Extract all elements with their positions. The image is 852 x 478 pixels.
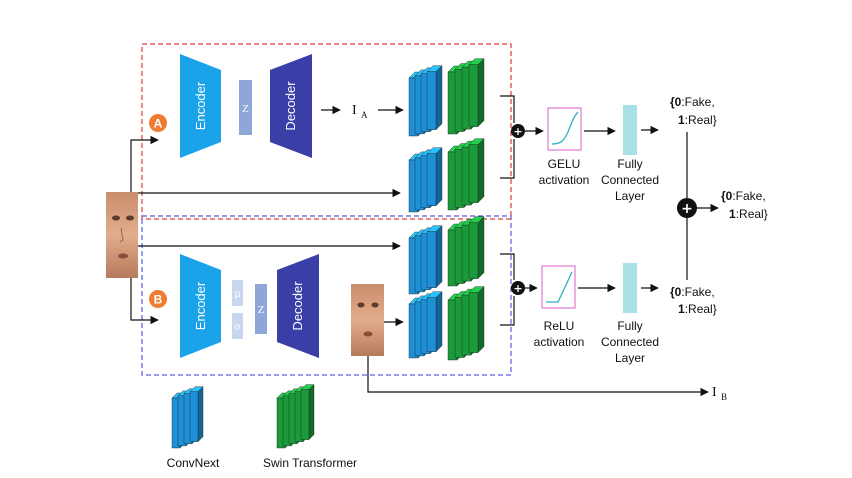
convnext-stack-a1 [408, 65, 443, 137]
svg-text:I: I [712, 385, 717, 400]
latent-z-a: Z [239, 80, 252, 135]
swin-stack-a1 [447, 58, 485, 135]
fusion-plus-node: + [677, 198, 697, 218]
legend [171, 384, 315, 449]
svg-text:Z: Z [258, 304, 265, 316]
relu-activation-icon [541, 265, 576, 309]
pred-a-line-2: 1:Real} [678, 113, 717, 127]
pred-a-line-1: {0:Fake, [670, 95, 715, 109]
feature-stacks [408, 58, 485, 361]
svg-text:B: B [721, 392, 727, 402]
branch-b-region [141, 215, 512, 376]
decoder-b: Decoder [277, 254, 319, 358]
svg-text:+: + [513, 282, 522, 295]
branch-a-region [141, 43, 512, 220]
arrow-to-ib [367, 356, 709, 397]
svg-text:B: B [154, 293, 163, 307]
fc-b-label-3: Layer [615, 351, 645, 365]
svg-text:I: I [352, 103, 357, 118]
swin-stack-b2 [447, 286, 485, 361]
arrow-input-to-a [130, 135, 159, 192]
gelu-label-2: activation [539, 173, 590, 187]
svg-text:μ: μ [234, 289, 241, 300]
svg-text:+: + [681, 201, 693, 217]
svg-text:Decoder: Decoder [290, 281, 305, 331]
final-pred-line-2: 1:Real} [729, 207, 768, 221]
gelu-label-1: GELU [548, 157, 581, 171]
convnext-stack-b2 [408, 291, 443, 359]
latent-z-b: Z [255, 284, 267, 334]
pred-b-line-2: 1:Real} [678, 302, 717, 316]
mu-vector: μ [232, 280, 243, 306]
line-stack-b1-merge [500, 253, 515, 280]
fc-layer-a [623, 105, 637, 155]
legend-convnext-stack [171, 386, 204, 449]
svg-text:Encoder: Encoder [193, 281, 208, 330]
decoder-a: Decoder [270, 54, 312, 158]
svg-text:Encoder: Encoder [193, 81, 208, 130]
badge-a: A [149, 114, 167, 132]
fc-a-label-1: Fully [617, 157, 642, 171]
convnext-stack-b1 [408, 225, 443, 295]
encoder-a: Encoder [180, 54, 221, 158]
legend-convnext-label: ConvNext [167, 456, 220, 470]
svg-text:Decoder: Decoder [283, 81, 298, 131]
swin-stack-b1 [447, 216, 485, 287]
plus-node-b: + [511, 281, 525, 295]
pred-b-line-1: {0:Fake, [670, 285, 715, 299]
fc-b-label-1: Fully [617, 319, 642, 333]
plus-node-a: + [511, 124, 525, 138]
sigma-vector: σ [232, 313, 243, 339]
fc-layer-b [623, 263, 637, 313]
svg-text:+: + [513, 125, 522, 138]
relu-label-1: ReLU [544, 319, 575, 333]
legend-swin-stack [276, 384, 315, 449]
line-stack-a1-merge [500, 95, 515, 123]
svg-text:A: A [361, 110, 368, 120]
swin-stack-a2 [447, 138, 485, 211]
line-stack-a2-merge [500, 139, 515, 179]
svg-text:A: A [154, 117, 163, 131]
fc-a-label-3: Layer [615, 189, 645, 203]
arrow-input-to-b [130, 278, 159, 325]
fc-b-label-2: Connected [601, 335, 659, 349]
input-face-image [106, 192, 138, 278]
final-pred-line-1: {0:Fake, [721, 189, 766, 203]
reconstructed-face-image [351, 284, 384, 356]
relu-label-2: activation [534, 335, 585, 349]
encoder-b: Encoder [180, 254, 221, 358]
svg-text:Z: Z [242, 103, 249, 115]
gelu-activation-icon [547, 107, 582, 151]
line-stack-b2-merge [500, 296, 515, 326]
output-ib-label: I B [712, 385, 727, 402]
fc-a-label-2: Connected [601, 173, 659, 187]
badge-b: B [149, 290, 167, 308]
legend-swin-label: Swin Transformer [263, 456, 357, 470]
convnext-stack-a2 [408, 147, 443, 213]
svg-text:σ: σ [234, 322, 241, 333]
output-ia-label: I A [352, 103, 368, 120]
